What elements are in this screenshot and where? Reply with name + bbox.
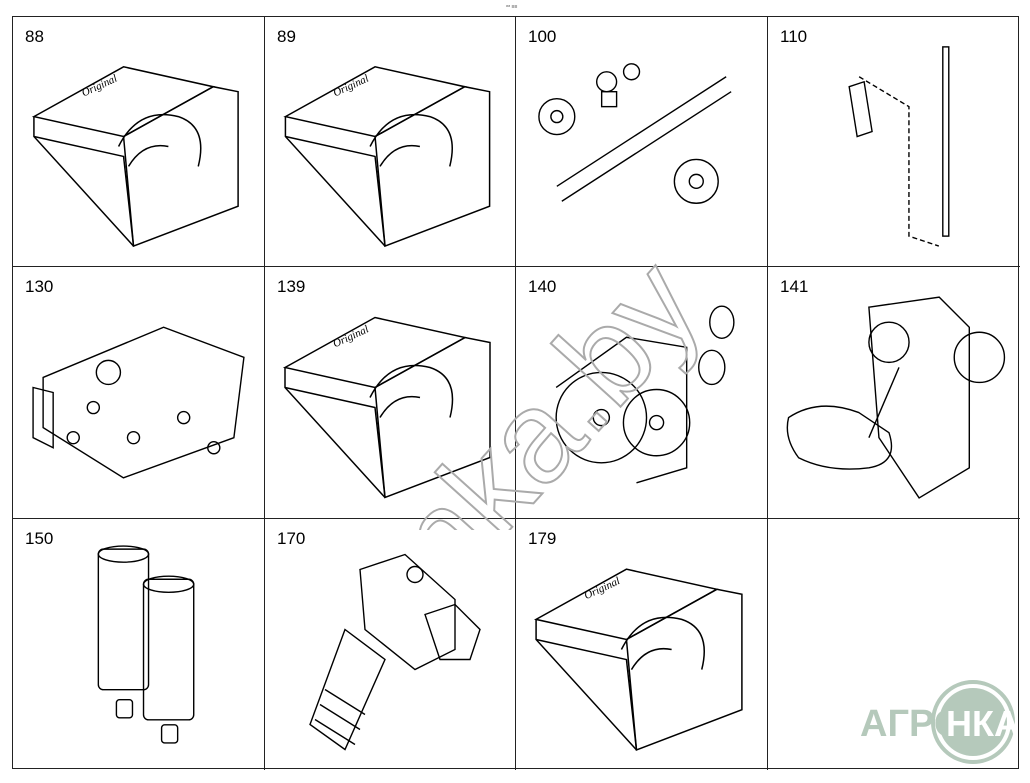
part-cell-89[interactable]: Original 89 — [265, 17, 516, 267]
svg-text:Original: Original — [331, 323, 370, 350]
agronka-logo: АГРО НКА — [860, 680, 1018, 764]
logo-left-text: АГРО — [860, 703, 963, 745]
part-number: 89 — [277, 27, 296, 46]
part-cell-170[interactable]: 170 — [265, 519, 516, 770]
part-number: 88 — [25, 27, 44, 46]
part-cell-88[interactable]: Original 88 — [13, 17, 265, 267]
part-cell-150[interactable]: 150 — [13, 519, 265, 770]
logo-right-text: НКА — [946, 703, 1018, 744]
header-mark: ⁸⁸ ≡≡ — [506, 4, 518, 10]
part-number: 170 — [277, 529, 306, 548]
part-number: 139 — [277, 277, 306, 296]
part-number: 110 — [780, 27, 808, 46]
part-number: 150 — [25, 529, 54, 548]
injection-pump-illustration — [309, 553, 481, 751]
package-illustration: Original — [31, 66, 239, 248]
package-illustration: Original — [283, 66, 491, 248]
part-number: 140 — [528, 277, 557, 296]
svg-text:Original: Original — [331, 73, 370, 100]
svg-text:Original: Original — [80, 73, 119, 100]
part-cell-140[interactable]: 140 — [516, 267, 768, 519]
part-cell-139[interactable]: Original 139 — [265, 267, 516, 519]
part-cell-110[interactable]: 110 — [768, 17, 1020, 267]
part-number: 179 — [528, 529, 557, 548]
part-cell-141[interactable]: 141 — [768, 267, 1020, 519]
package-illustration: Original — [282, 316, 491, 499]
oil-pump-housing-illustration — [786, 296, 1006, 499]
oil-filter-illustration — [97, 545, 195, 744]
camshaft-illustration — [538, 63, 732, 204]
part-cell-130[interactable]: 130 — [13, 267, 265, 519]
oil-pump-illustration — [555, 305, 735, 484]
part-cell-100[interactable]: 100 — [516, 17, 768, 267]
oil-cooler-illustration — [32, 326, 245, 479]
part-number: 130 — [25, 277, 54, 296]
part-cell-179[interactable]: Original 179 — [516, 519, 768, 770]
pushrod-illustration — [848, 46, 950, 247]
package-illustration: Original — [533, 568, 743, 751]
svg-text:Original: Original — [582, 575, 622, 602]
part-number: 141 — [780, 277, 809, 296]
part-number: 100 — [528, 27, 557, 46]
